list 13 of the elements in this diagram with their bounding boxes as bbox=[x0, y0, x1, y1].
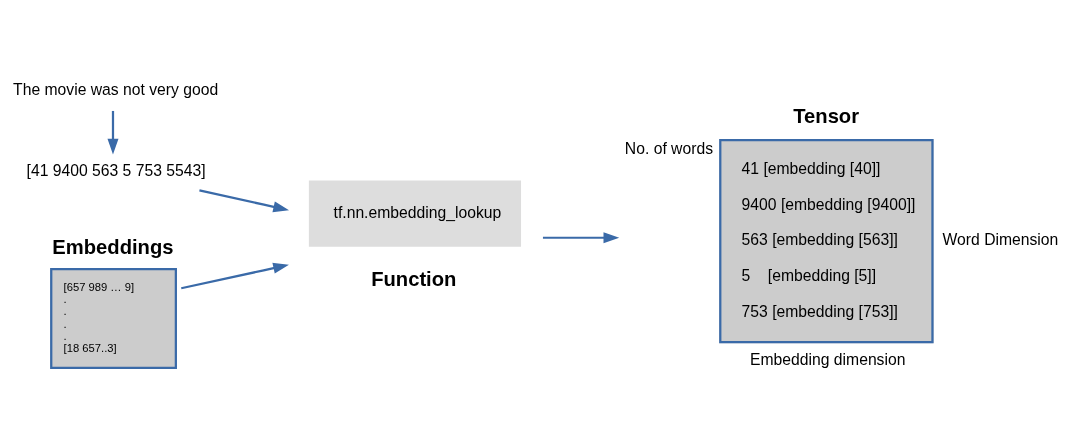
node-label: Word Dimension bbox=[942, 231, 1059, 249]
node-label: No. of words bbox=[624, 139, 714, 157]
node-box: tf.nn.embedding_lookup bbox=[308, 180, 522, 247]
node-text: [41 9400 563 5 753 5543] bbox=[26, 161, 206, 179]
node-label: Embedding dimension bbox=[750, 350, 906, 368]
arrow bbox=[181, 262, 289, 290]
node-label: Tensor bbox=[793, 104, 860, 127]
node-text: The movie was not very good bbox=[13, 80, 219, 98]
node-label: Embeddings bbox=[52, 235, 174, 258]
node-label: Function bbox=[371, 268, 457, 291]
arrow bbox=[107, 110, 119, 155]
arrow bbox=[199, 189, 289, 213]
arrow bbox=[542, 232, 620, 244]
